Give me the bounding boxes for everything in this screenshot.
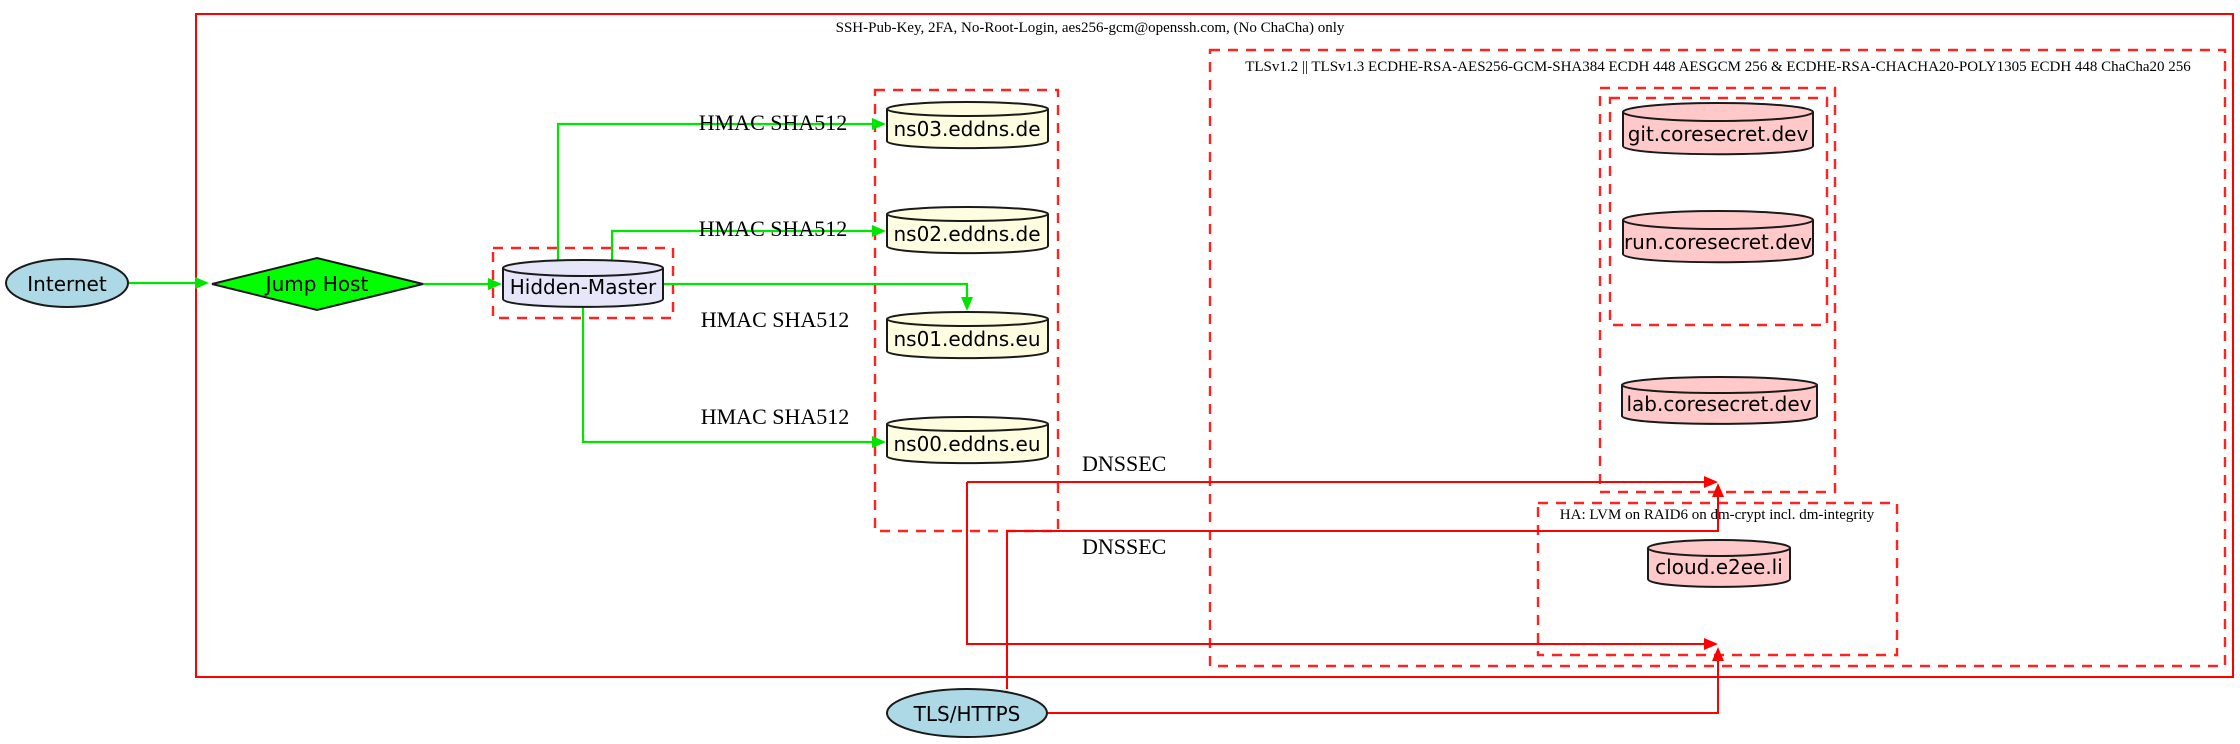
node-cloud: cloud.e2ee.li [1647,539,1791,588]
node-jump-host-label: Jump Host [264,272,369,296]
edge-dnssec-to-coresecret [967,476,1718,488]
node-tls-https-label: TLS/HTTPS [913,702,1021,726]
node-hidden-master: Hidden-Master [502,259,664,308]
edge-hiddenmaster-ns03 [556,118,886,260]
hmac-label-ns01: HMAC SHA512 [701,307,850,332]
tls-cluster-label: TLSv1.2 || TLSv1.3 ECDHE-RSA-AES256-GCM-… [1245,59,2191,75]
dnssec-label-upper: DNSSEC [1082,451,1166,476]
dnssec-label-lower: DNSSEC [1082,534,1166,559]
edge-internet-jumphost [128,277,209,289]
node-ns01: ns01.eddns.eu [886,311,1049,360]
node-run-label: run.coresecret.dev [1624,230,1812,254]
node-cloud-label: cloud.e2ee.li [1655,555,1783,579]
node-ns00-label: ns00.eddns.eu [893,432,1040,456]
hmac-label-ns03: HMAC SHA512 [699,110,848,135]
node-tls-https: TLS/HTTPS [886,688,1048,738]
node-internet: Internet [5,258,129,308]
node-lab-label: lab.coresecret.dev [1626,392,1811,416]
edge-tlshttps-to-coresecret [1006,483,1724,689]
node-internet-label: Internet [27,272,107,296]
node-hidden-master-label: Hidden-Master [510,275,657,299]
node-ns02-label: ns02.eddns.de [893,222,1040,246]
node-ns01-label: ns01.eddns.eu [893,327,1040,351]
node-jump-host: Jump Host [211,256,424,312]
node-ns03: ns03.eddns.de [886,101,1049,150]
gitrun-cluster-box [1608,96,1829,327]
node-ns03-label: ns03.eddns.de [893,117,1040,141]
node-ns00: ns00.eddns.eu [886,416,1049,465]
node-run: run.coresecret.dev [1622,210,1814,264]
eddns-cluster-box [873,88,1060,533]
node-ns02: ns02.eddns.de [886,206,1049,255]
edge-hiddenmaster-ns02 [610,225,886,260]
edge-tlshttps-to-ha [1047,647,1724,714]
tls-cluster-box [1208,48,2227,668]
ssh-cluster-label: SSH-Pub-Key, 2FA, No-Root-Login, aes256-… [836,20,1345,36]
node-lab: lab.coresecret.dev [1621,376,1818,425]
hidden-master-cluster-box [491,246,675,320]
edge-hiddenmaster-ns00 [581,307,886,448]
hmac-label-ns02: HMAC SHA512 [699,216,848,241]
hmac-label-ns00: HMAC SHA512 [701,404,850,429]
edge-jumphost-hiddenmaster [423,278,502,290]
edge-hiddenmaster-ns01 [663,282,973,311]
ssh-cluster-box [195,13,2234,678]
edge-dnssec-to-ha [966,482,1718,650]
node-git-label: git.coresecret.dev [1628,122,1809,146]
node-git: git.coresecret.dev [1622,102,1814,156]
